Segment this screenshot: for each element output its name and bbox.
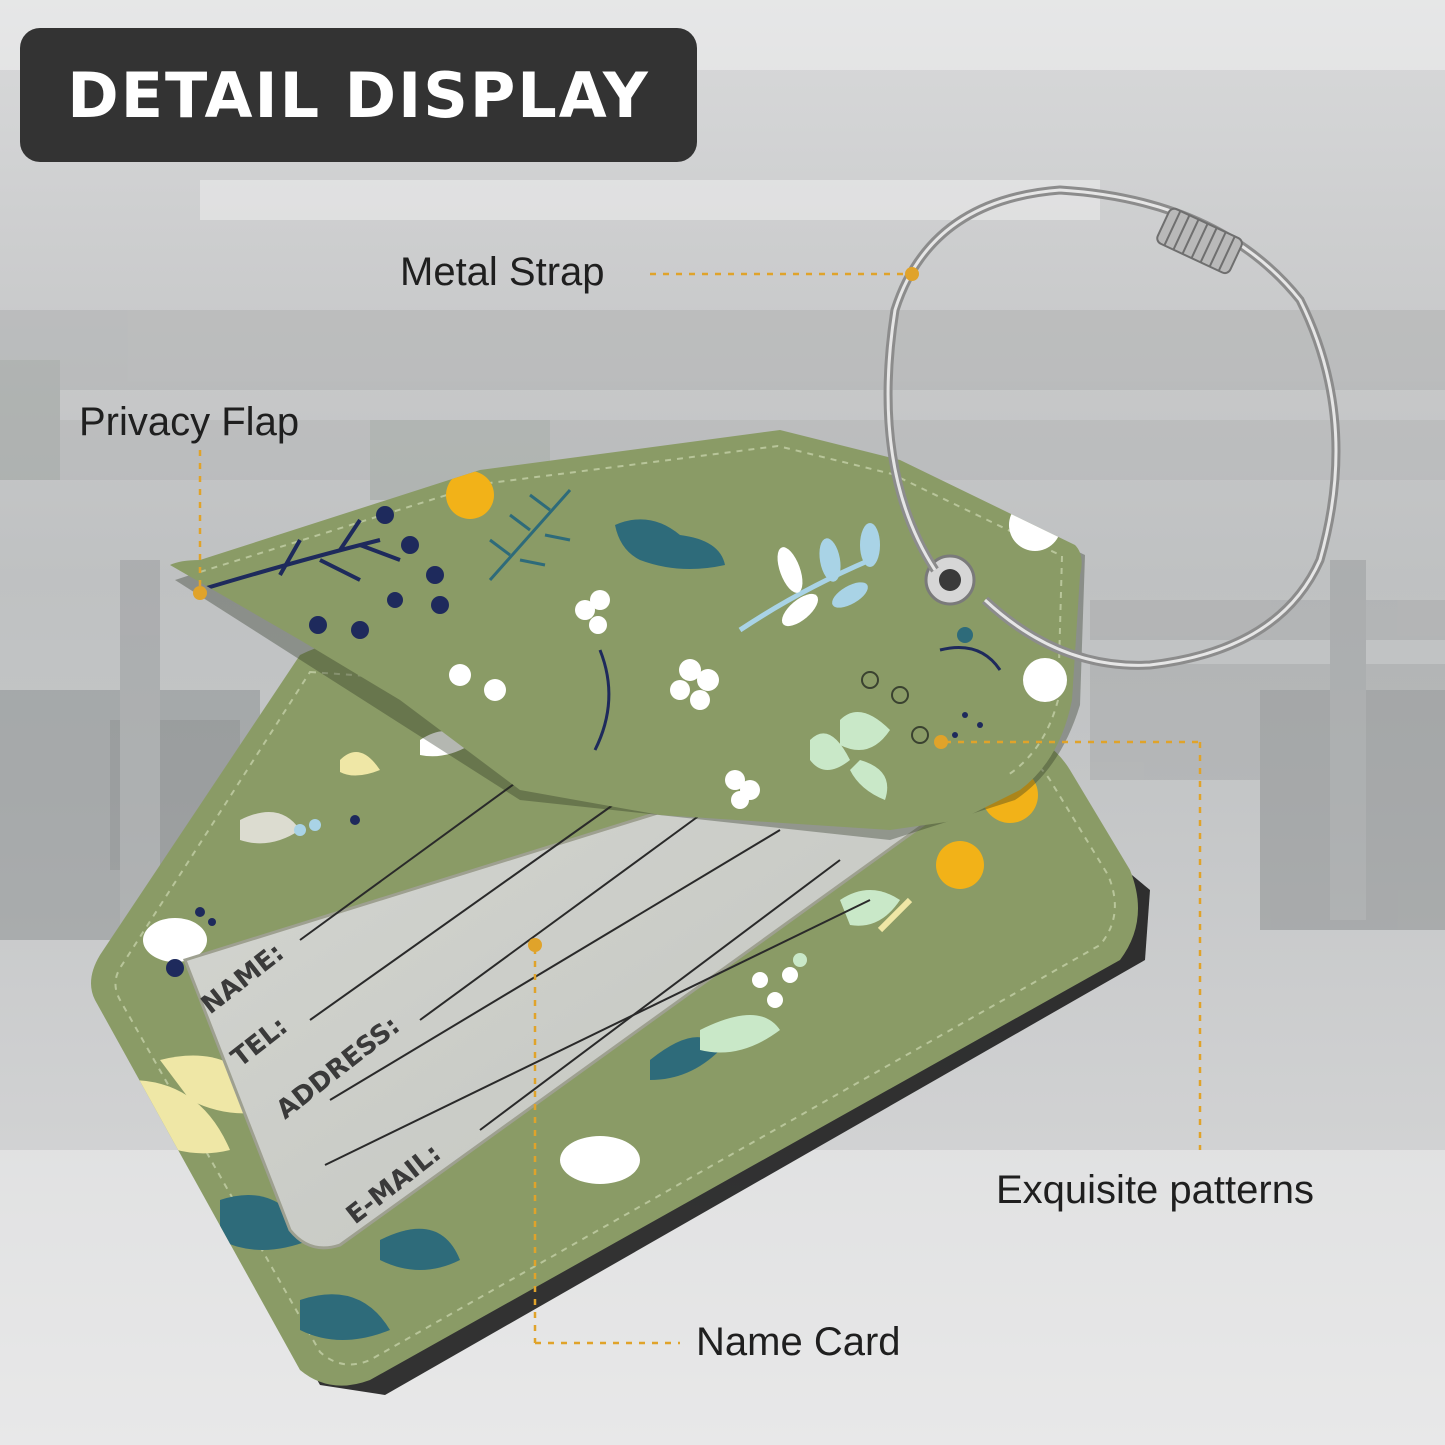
metal-cable-ring-icon: [883, 185, 1341, 670]
callout-privacy-flap: Privacy Flap: [79, 400, 300, 444]
screw-lock-icon: [1156, 207, 1243, 275]
callout-anchor-dots: [193, 267, 948, 952]
callout-exquisite-patterns: Exquisite patterns: [996, 1168, 1314, 1212]
callout-metal-strap: Metal Strap: [400, 250, 605, 294]
title-banner: DETAIL DISPLAY: [20, 28, 697, 162]
callout-name-card: Name Card: [696, 1320, 901, 1364]
flap-floral-pattern: [199, 471, 1067, 809]
title-text: DETAIL DISPLAY: [67, 58, 650, 132]
name-card-lines: [299, 764, 871, 1166]
callout-leader-lines: [198, 272, 1202, 1345]
